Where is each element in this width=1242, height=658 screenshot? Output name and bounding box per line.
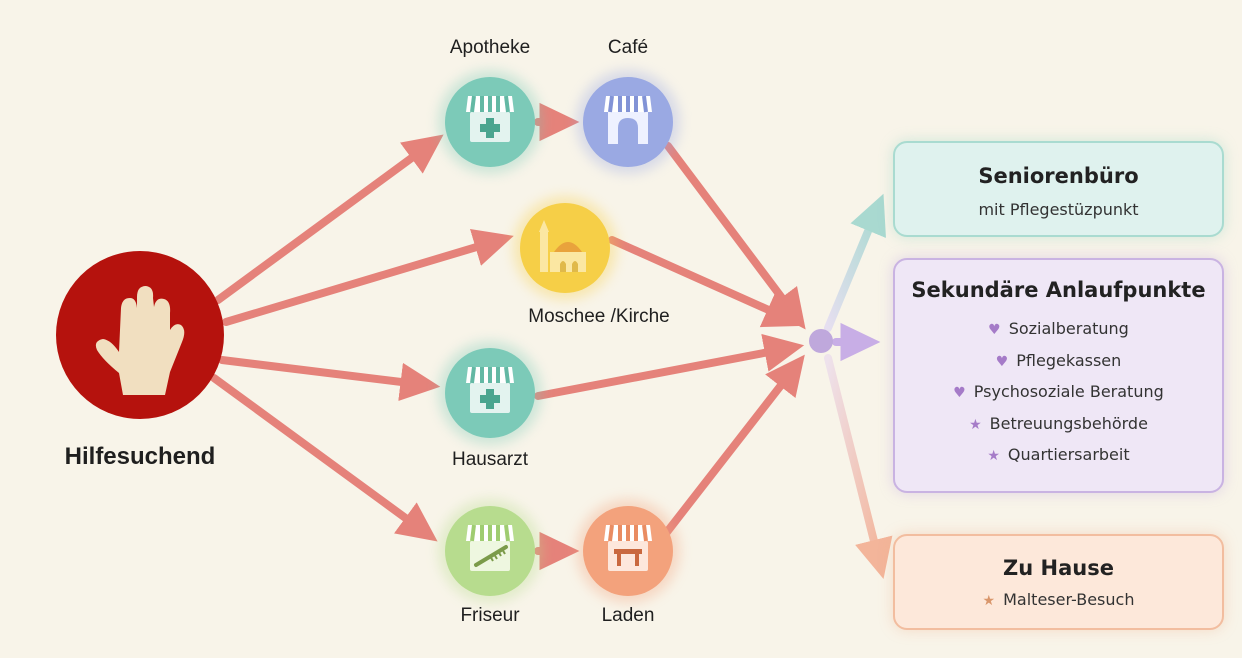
arrow-laden-hub: [663, 354, 805, 536]
list-item: ★ Quartiersarbeit: [895, 439, 1222, 471]
list-item-label: Quartiersarbeit: [1007, 445, 1130, 464]
hand-icon: [95, 286, 185, 395]
list-item-label: Pflegekassen: [1016, 350, 1122, 370]
hilfesuchend-label: Hilfesuchend: [64, 443, 216, 470]
apotheke-node: [438, 70, 542, 174]
hausarzt-node: [438, 341, 542, 445]
apotheke-label: Apotheke: [449, 37, 531, 58]
sekundaere-title: Sekundäre Anlaufpunkte: [911, 278, 1206, 302]
arrow-hausarzt-hub: [534, 333, 805, 400]
arrow-cafe-hub: [664, 142, 806, 330]
list-item: ♥ Psychosoziale Beratung: [895, 376, 1222, 408]
list-item: ♥ Sozialberatung: [895, 313, 1222, 345]
friseur-node: [438, 499, 542, 603]
list-item-label: Psychosoziale Beratung: [973, 382, 1164, 401]
cafe-node: [576, 70, 680, 174]
seniorenbuero-box: Seniorenbüro mit Pflegestüzpunkt: [893, 141, 1224, 237]
seniorenbuero-title: Seniorenbüro: [978, 164, 1139, 188]
hilfesuchend-node: [56, 251, 224, 419]
mosque-icon: [539, 220, 586, 272]
sekundaere-list: ♥ Sozialberatung ♥ Pflegekassen ♥ Psychosoz…: [895, 313, 1222, 471]
star-icon: ★: [987, 448, 1000, 464]
seniorenbuero-subtitle: mit Pflegestüzpunkt: [978, 200, 1139, 219]
list-item-label: Malteser-Besuch: [1003, 590, 1135, 609]
medical-shop-icon: [466, 366, 514, 413]
list-item-label: Sozialberatung: [1008, 319, 1129, 338]
arrows: [210, 102, 806, 571]
list-item: ★ Betreuungsbehörde: [895, 408, 1222, 440]
heart-icon: ♥: [995, 353, 1009, 370]
arrow-to-apotheke: [214, 134, 444, 304]
cafe-label: Café: [607, 37, 649, 58]
zu-hause-title: Zu Hause: [1003, 556, 1114, 580]
pharmacy-shop-icon: [466, 95, 514, 142]
moschee-label: Moschee /Kirche: [528, 306, 670, 327]
star-icon: ★: [982, 593, 996, 609]
arrow-to-moschee: [222, 228, 514, 326]
comb-shop-icon: [466, 524, 514, 571]
list-item: ♥ Pflegekassen: [895, 345, 1222, 377]
arrow-to-hausarzt: [218, 356, 441, 401]
hausarzt-label: Hausarzt: [451, 449, 529, 470]
arrow-moschee-hub: [608, 236, 805, 328]
laden-label: Laden: [601, 605, 655, 626]
sekundaere-anlaufpunkte-box: Sekundäre Anlaufpunkte ♥ Sozialberatung ♥…: [893, 258, 1224, 493]
arrow-hub-hause: [824, 354, 893, 579]
store-table-icon: [604, 524, 652, 571]
laden-node: [576, 499, 680, 603]
friseur-label: Friseur: [460, 605, 520, 626]
heart-icon: ♥: [988, 322, 1001, 338]
list-item-label: Betreuungsbehörde: [989, 413, 1148, 433]
heart-icon: ♥: [953, 385, 966, 401]
zu-hause-box: Zu Hause ★ Malteser-Besuch: [893, 534, 1224, 630]
moschee-node: [513, 196, 617, 300]
arrow-hub-senioren: [824, 193, 886, 332]
arrow-to-friseur: [210, 374, 438, 542]
hub-node: [809, 329, 833, 353]
cafe-shop-icon: [604, 95, 652, 144]
star-icon: ★: [969, 416, 982, 433]
list-item: ★ Malteser-Besuch: [895, 590, 1222, 609]
